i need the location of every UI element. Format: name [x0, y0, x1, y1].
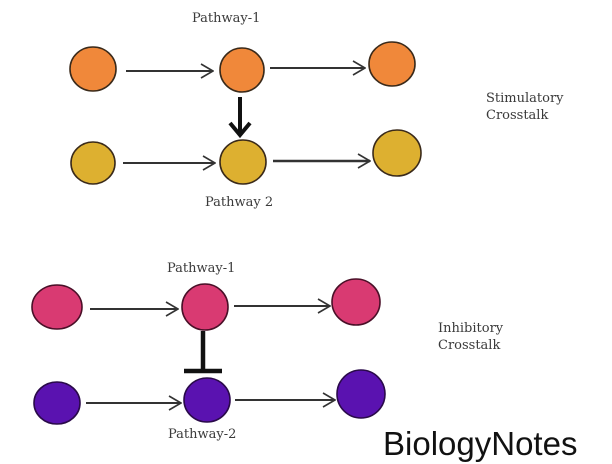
stim-p1-node-3: [368, 41, 416, 87]
stim-p2-node-1: [70, 141, 116, 185]
caption-line-2: Crosstalk: [486, 108, 549, 123]
caption-line-2: Crosstalk: [438, 338, 501, 353]
inhib-pathway1-label: Pathway-1: [167, 261, 236, 276]
stimulatory-crosstalk-arrow: [228, 97, 252, 139]
caption-line-1: Stimulatory: [486, 91, 564, 106]
watermark-text: BiologyNotes: [383, 425, 578, 462]
inhib-pathway2-label: Pathway-2: [168, 427, 237, 442]
inhib-p1-node-2: [181, 283, 229, 331]
inhib-p2-node-1: [33, 381, 81, 425]
stim-p2-node-3: [372, 129, 422, 177]
inhibitory-crosstalk-bar: [184, 331, 222, 374]
inhibitory-crosstalk-caption: Inhibitory Crosstalk: [438, 320, 503, 354]
stim-pathway1-label: Pathway-1: [192, 11, 261, 26]
stim-p1-node-2: [219, 47, 265, 93]
inhib-p1-node-1: [31, 284, 83, 330]
crosstalk-diagram: [31, 41, 422, 425]
inhib-p1-node-3: [331, 278, 381, 326]
stim-p2-node-2: [219, 139, 267, 185]
stim-pathway2-label: Pathway 2: [205, 195, 274, 210]
caption-line-1: Inhibitory: [438, 321, 504, 336]
inhib-p2-node-2: [183, 377, 231, 423]
stim-p1-node-1: [69, 46, 117, 92]
inhib-p2-node-3: [336, 369, 386, 419]
stimulatory-crosstalk-caption: Stimulatory Crosstalk: [486, 90, 564, 124]
